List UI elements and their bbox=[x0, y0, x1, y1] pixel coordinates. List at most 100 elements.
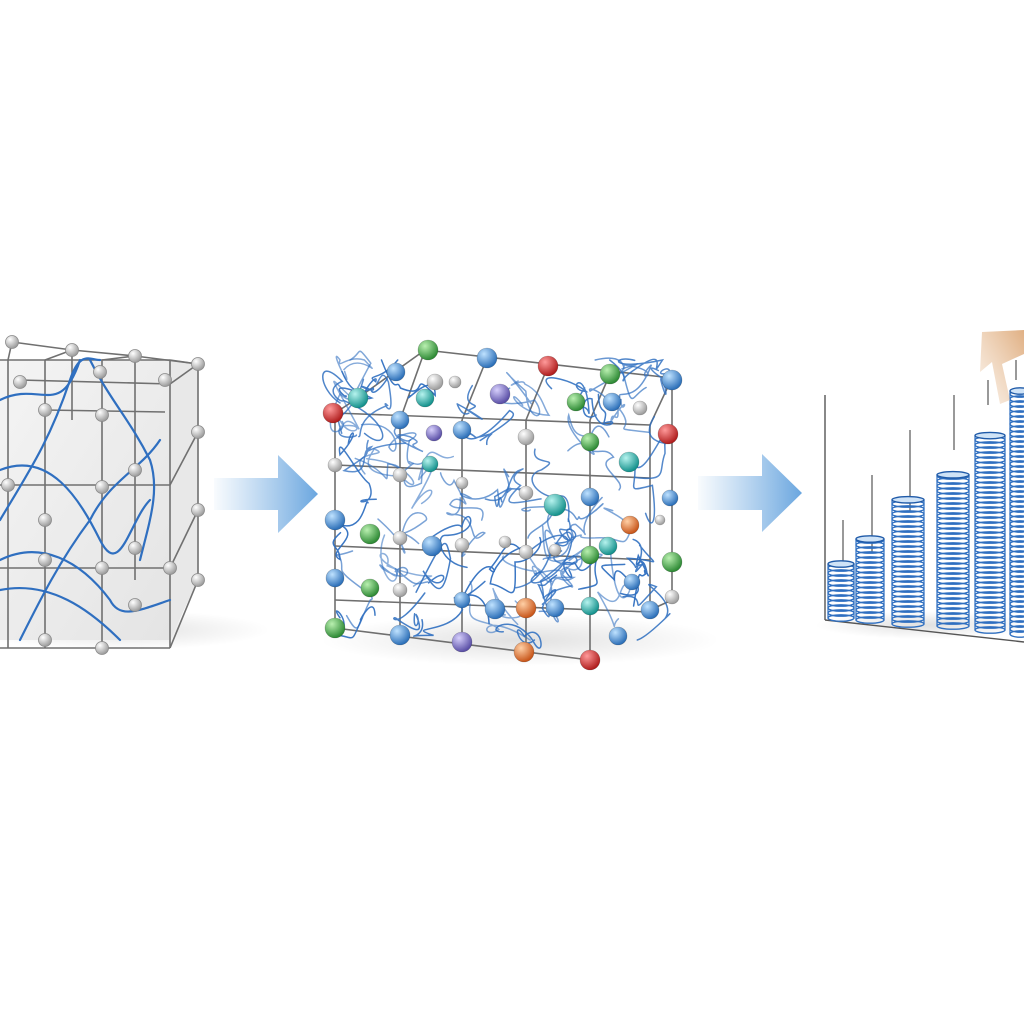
coil-ring bbox=[827, 599, 855, 607]
dopant-node bbox=[425, 424, 443, 442]
coil-ring bbox=[1009, 490, 1024, 498]
coil-cap bbox=[827, 560, 855, 568]
coil-ring bbox=[974, 586, 1006, 594]
coil-ring bbox=[1009, 610, 1024, 618]
dopant-node bbox=[657, 423, 679, 445]
coil-ring bbox=[855, 576, 885, 584]
coil-ring bbox=[974, 601, 1006, 609]
grid-line bbox=[71, 349, 136, 357]
coil-ring bbox=[1009, 500, 1024, 508]
coil-ring bbox=[1009, 405, 1024, 413]
coil-ring bbox=[936, 497, 970, 505]
right-arrow-icon bbox=[214, 455, 318, 533]
coil-ring bbox=[1009, 560, 1024, 568]
coil-ring bbox=[891, 515, 925, 523]
coil-ring bbox=[936, 502, 970, 510]
coil-ring bbox=[855, 556, 885, 564]
coil-ring bbox=[974, 516, 1006, 524]
coil-ring bbox=[855, 611, 885, 619]
dopant-node bbox=[543, 493, 567, 517]
coil-ring bbox=[891, 545, 925, 553]
coil-ring bbox=[1009, 565, 1024, 573]
lattice-node bbox=[65, 343, 79, 357]
dopant-node bbox=[454, 537, 470, 553]
stack-2 bbox=[855, 535, 885, 624]
frame-line bbox=[399, 349, 426, 421]
dopant-node bbox=[386, 362, 406, 382]
dopant-node bbox=[415, 388, 435, 408]
coil-ring bbox=[936, 567, 970, 575]
dopant-node bbox=[489, 383, 511, 405]
coil-ring bbox=[936, 587, 970, 595]
coil-ring bbox=[891, 565, 925, 573]
coil-ring bbox=[855, 561, 885, 569]
coil-ring bbox=[1009, 595, 1024, 603]
coil-ring bbox=[827, 594, 855, 602]
coil-cap bbox=[891, 495, 925, 504]
dopant-node bbox=[426, 373, 444, 391]
coil-ring bbox=[974, 581, 1006, 589]
grid-line bbox=[169, 431, 199, 486]
coil-stack-growth-plot bbox=[815, 330, 1024, 643]
fiber-strand bbox=[332, 501, 369, 561]
coil-ring bbox=[1009, 450, 1024, 458]
lattice-node bbox=[5, 335, 19, 349]
dopant-node bbox=[661, 489, 679, 507]
coil-ring bbox=[974, 606, 1006, 614]
coil-ring bbox=[936, 492, 970, 500]
coil-ring bbox=[1009, 605, 1024, 613]
dopant-node bbox=[392, 530, 408, 546]
lattice-node bbox=[38, 633, 52, 647]
coil-ring bbox=[974, 616, 1006, 624]
dense-network-cube bbox=[320, 339, 720, 671]
fiber-strand bbox=[338, 432, 377, 503]
coil-ring bbox=[936, 592, 970, 600]
coil-ring bbox=[1009, 515, 1024, 523]
coil-ring bbox=[1009, 530, 1024, 538]
cube-side-face bbox=[170, 360, 198, 640]
coil-ring bbox=[891, 505, 925, 513]
coil-ring bbox=[1009, 550, 1024, 558]
dopant-node bbox=[580, 596, 600, 616]
dopant-node bbox=[325, 568, 345, 588]
coil-ring bbox=[855, 596, 885, 604]
coil-ring bbox=[974, 481, 1006, 489]
dopant-node bbox=[324, 509, 346, 531]
polymer-fiber bbox=[88, 358, 156, 562]
coil-ring bbox=[1009, 520, 1024, 528]
process-arrow-2 bbox=[698, 454, 802, 532]
fiber-strand bbox=[608, 358, 665, 382]
fiber-strand bbox=[359, 448, 415, 486]
coil-ring bbox=[936, 507, 970, 515]
coil-ring bbox=[1009, 475, 1024, 483]
polymer-fiber bbox=[0, 358, 82, 402]
coil-ring bbox=[936, 487, 970, 495]
fiber-strand bbox=[439, 472, 484, 521]
fiber-strand bbox=[596, 553, 631, 628]
lattice-node bbox=[191, 357, 205, 371]
coil-ring bbox=[974, 611, 1006, 619]
dopant-node bbox=[661, 551, 683, 573]
baseline-axis bbox=[824, 619, 1024, 643]
coil-ring bbox=[1009, 460, 1024, 468]
coil-ring bbox=[1009, 435, 1024, 443]
dopant-node bbox=[360, 578, 380, 598]
dopant-node bbox=[452, 420, 472, 440]
coil-ring bbox=[974, 476, 1006, 484]
lattice-node bbox=[38, 553, 52, 567]
coil-ring bbox=[974, 536, 1006, 544]
coil-ring bbox=[1009, 540, 1024, 548]
dopant-node bbox=[453, 591, 471, 609]
lattice-node bbox=[1, 478, 15, 492]
stack-6 bbox=[1009, 387, 1024, 638]
coil-ring bbox=[936, 522, 970, 530]
coil-ring bbox=[974, 521, 1006, 529]
coil-ring bbox=[1009, 485, 1024, 493]
process-arrow-1 bbox=[214, 455, 318, 533]
coil-ring bbox=[936, 607, 970, 615]
fiber-strand bbox=[625, 538, 655, 573]
coil-ring bbox=[936, 532, 970, 540]
dopant-node bbox=[602, 392, 622, 412]
doped-nodes bbox=[322, 339, 683, 671]
